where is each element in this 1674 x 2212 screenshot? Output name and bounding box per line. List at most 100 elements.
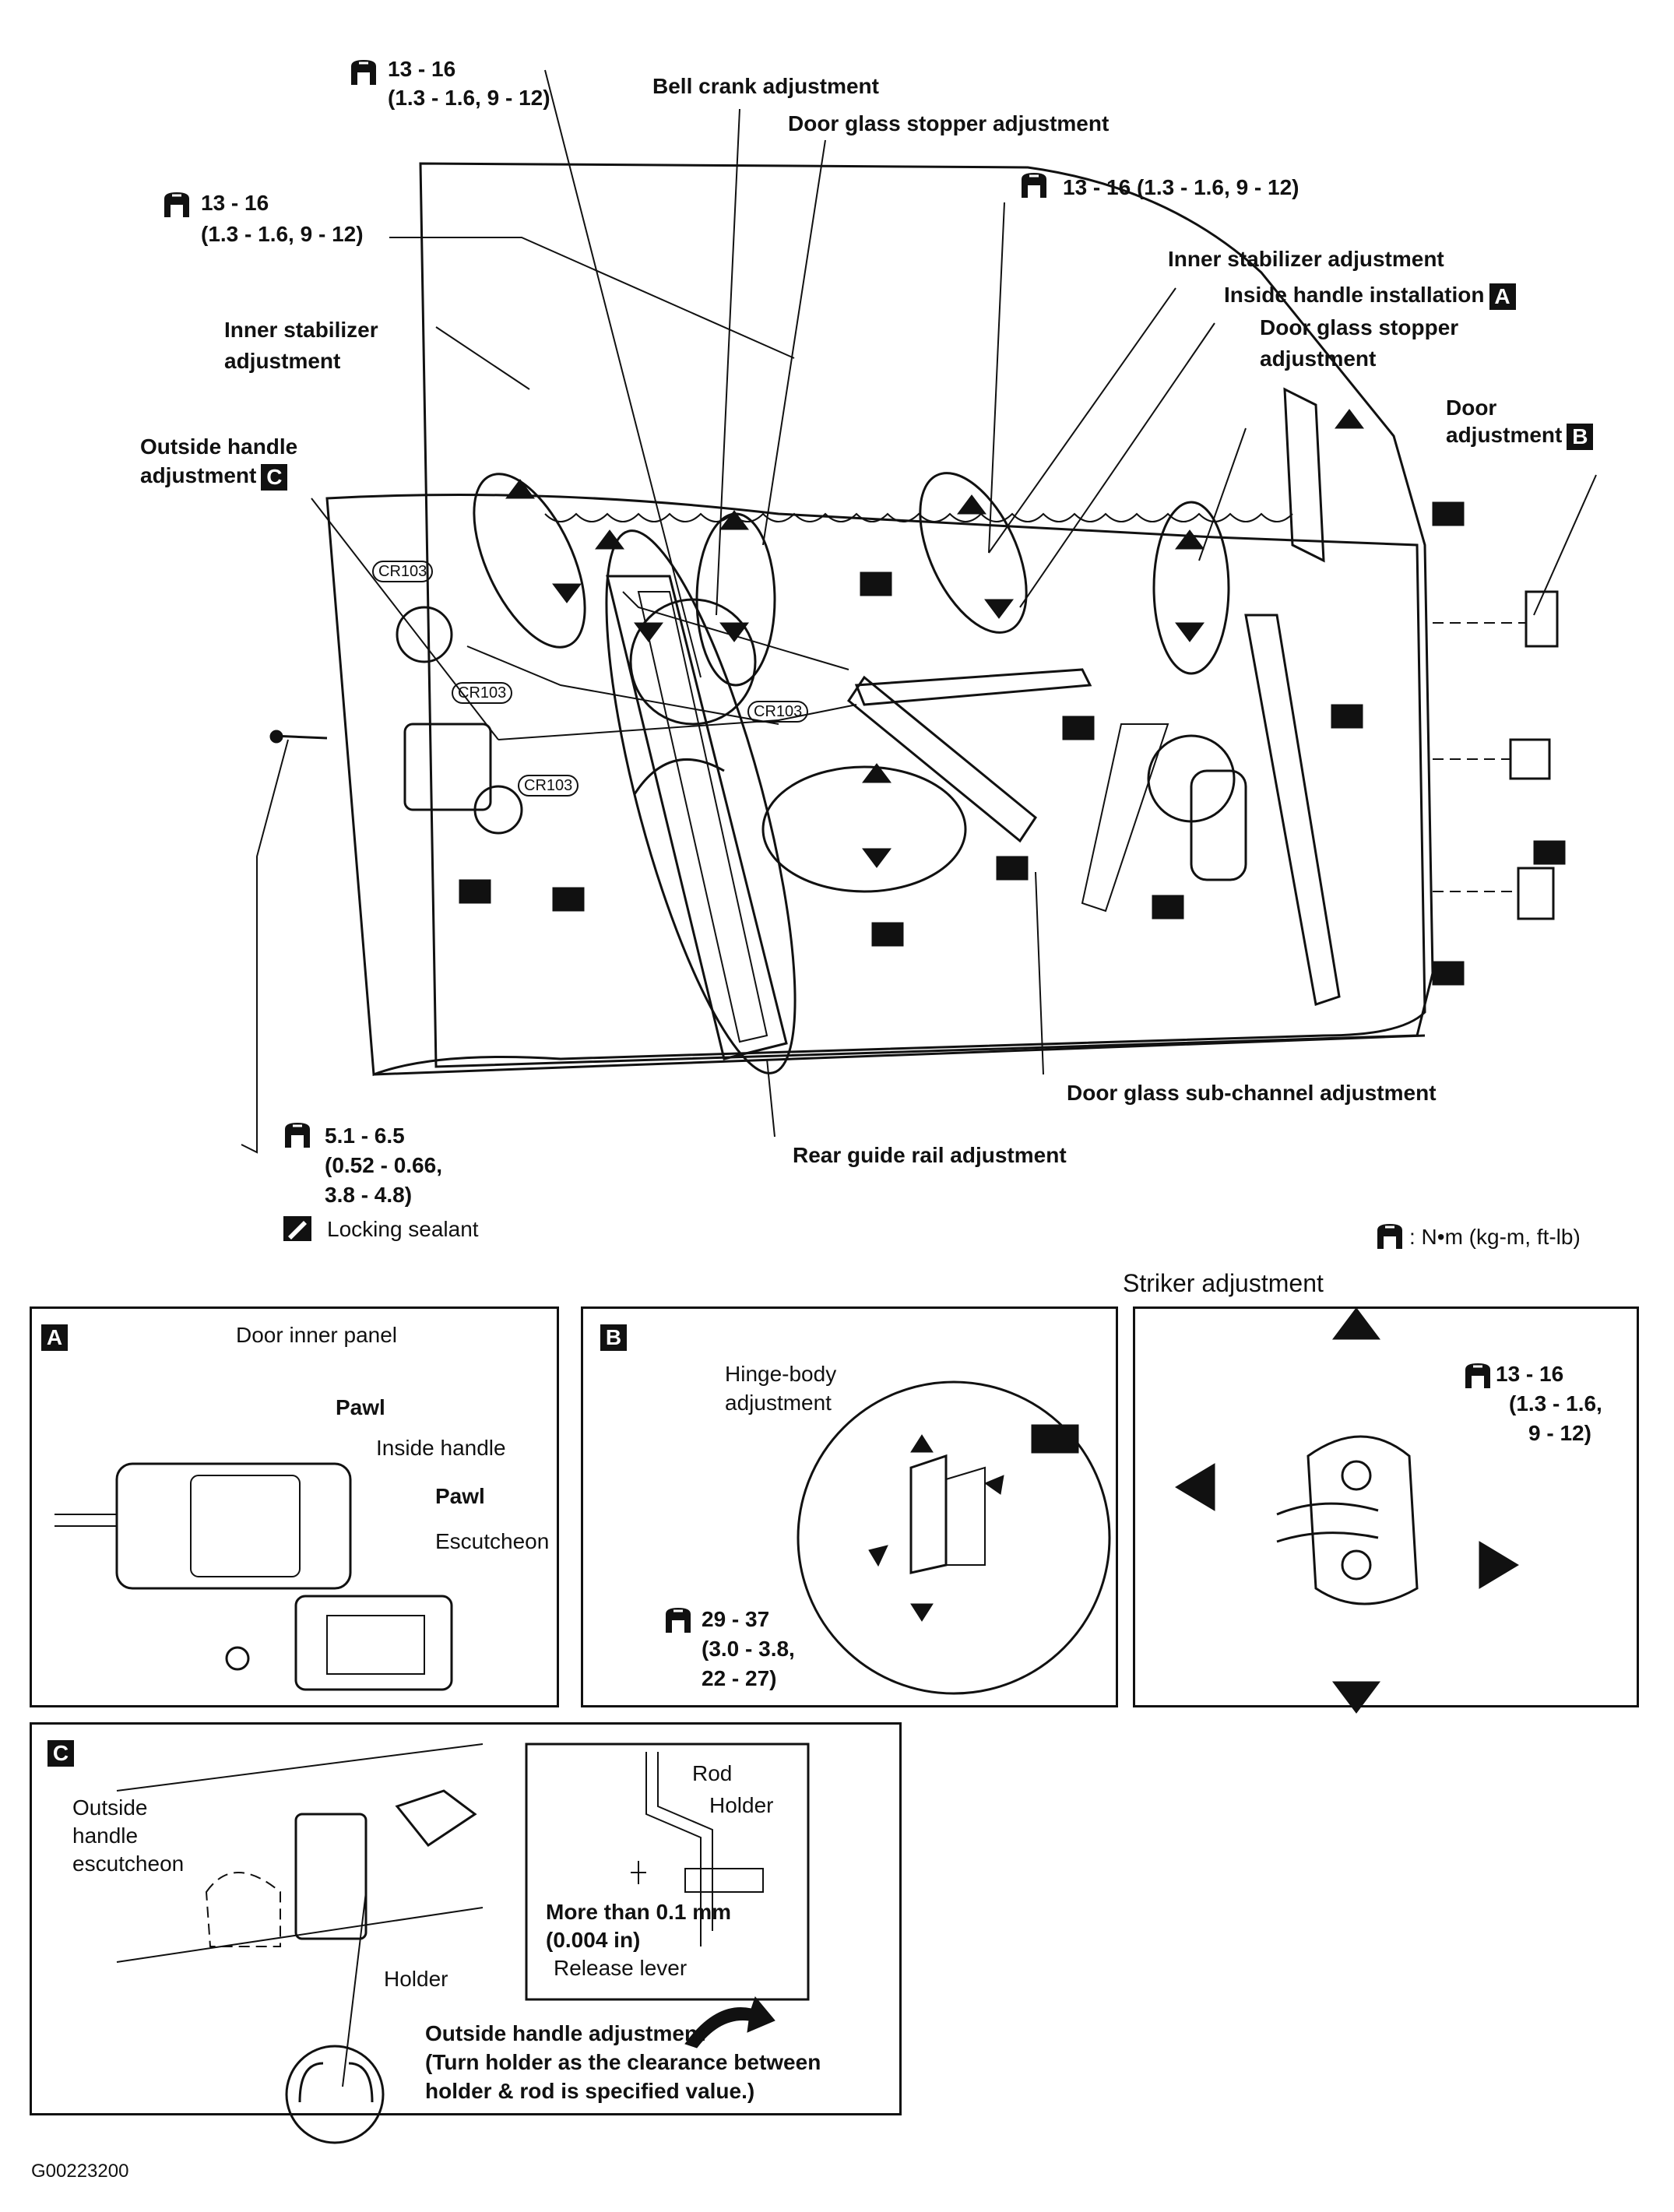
regulator-arm (854, 668, 1092, 706)
lower-hinge (1517, 867, 1555, 920)
label-outside-3: escutcheon (72, 1852, 185, 1876)
torque-top-c: 13 - 16 (1.3 - 1.6, 9 - 12) (1063, 175, 1299, 199)
lock-actuator (396, 606, 453, 663)
label-door-inner-panel: Door inner panel (236, 1323, 398, 1347)
torque-bottom-value: 5.1 - 6.5 (325, 1124, 405, 1148)
glass-stopper-right-oval (1152, 501, 1230, 675)
outside-handle-escutcheon-shape (205, 1872, 281, 1947)
torque-wrench-icon (1465, 1363, 1490, 1388)
torque-top-a-units: (1.3 - 1.6, 9 - 12) (388, 86, 550, 110)
callout-inner-stabilizer-right: Inner stabilizer adjustment (1168, 247, 1444, 271)
label-outside-1: Outside (72, 1795, 148, 1820)
escutcheon-frame (294, 1595, 453, 1691)
callout-outside-handle-1: Outside handle (140, 434, 298, 459)
cr103-tag: CR103 (747, 701, 809, 723)
holder-circle (285, 2045, 385, 2144)
label-inside-handle: Inside handle (376, 1436, 506, 1460)
panel-a-inside-handle: A Door inner panel Pawl Inside handle Pa… (30, 1306, 559, 1707)
torque-top-a-value: 13 - 16 (388, 57, 456, 81)
motor-body (1190, 769, 1247, 881)
handle-bracket (294, 1813, 368, 1940)
door-panel-bottom (373, 1034, 1426, 1076)
label-rod: Rod (692, 1761, 733, 1785)
ref-b-badge: B (1567, 423, 1594, 450)
torque-wrench-icon (666, 1608, 691, 1633)
clearance-inset (525, 1743, 810, 2001)
curved-arrow (684, 1996, 775, 2048)
caption-line-3: holder & rod is specified value.) (425, 2079, 755, 2103)
striker-mid (1509, 738, 1551, 780)
striker-adjustment-title: Striker adjustment (1123, 1269, 1324, 1297)
panel-a-badge: A (41, 1324, 68, 1351)
label-hinge-body-1: Hinge-body (725, 1362, 837, 1386)
front-run-channel (622, 591, 849, 670)
glass-stopper-top-oval (695, 512, 776, 687)
torque-bottom-units-2: 3.8 - 4.8) (325, 1183, 413, 1207)
caption-line-2: (Turn holder as the clearance between (425, 2050, 821, 2074)
regulator-lever (846, 675, 1038, 843)
torque-wrench-icon (285, 1123, 310, 1148)
label-outside-2: handle (72, 1823, 139, 1848)
rotate-arrow (633, 758, 725, 795)
panel-c-badge: C (47, 1740, 74, 1767)
label-clearance-1: More than 0.1 mm (546, 1900, 732, 1924)
torque-top-b-units: (1.3 - 1.6, 9 - 12) (201, 222, 364, 246)
lock-rod (498, 704, 857, 740)
panel-b-torque-value: 29 - 37 (702, 1607, 770, 1631)
striker-torque-value: 13 - 16 (1496, 1362, 1564, 1386)
inner-stabilizer-left-oval (473, 473, 586, 649)
torque-wrench-icon (1022, 173, 1046, 198)
sealant-marks (459, 501, 1566, 986)
ref-a-badge: A (1489, 283, 1516, 310)
label-pawl-1: Pawl (336, 1395, 385, 1419)
hinge-detail-circle (797, 1380, 1111, 1695)
torque-legend: : N•m (kg-m, ft-lb) (1409, 1225, 1581, 1249)
panel-b-hinge: B Hinge-body adjustment 29 - 37 (3.0 - 3… (581, 1306, 1118, 1707)
front-sub-channel (1244, 614, 1341, 1006)
door-skin-edge (116, 1743, 484, 1792)
sector-gear (1081, 723, 1169, 913)
adjust-arrows (505, 409, 1364, 868)
callout-door-glass-stopper-right-1: Door glass stopper (1260, 315, 1459, 339)
locking-sealant-label: Locking sealant (327, 1217, 479, 1241)
torque-top-b-value: 13 - 16 (201, 191, 269, 215)
label-escutcheon: Escutcheon (435, 1529, 550, 1553)
striker-plate (1306, 1435, 1419, 1605)
callout-door-adjustment-1: Door (1446, 396, 1497, 420)
sub-channel-oval (761, 765, 967, 893)
callout-rear-guide-rail: Rear guide rail adjustment (793, 1143, 1067, 1167)
label-holder: Holder (384, 1967, 448, 1991)
key-cylinder (473, 785, 523, 835)
striker-torque-units-2: 9 - 12) (1528, 1421, 1591, 1445)
callout-inner-stabilizer-left-2: adjustment (224, 349, 341, 373)
callout-bell-crank: Bell crank adjustment (652, 74, 879, 98)
striker-torque-units-1: (1.3 - 1.6, (1509, 1391, 1602, 1415)
torque-wrench-icon (164, 192, 189, 217)
label-clearance-2: (0.004 in) (546, 1928, 641, 1952)
ref-c-badge: C (261, 463, 288, 491)
panel-b-torque-units-1: (3.0 - 3.8, (702, 1637, 795, 1661)
cr103-tag: CR103 (518, 775, 579, 797)
cr103-tag: CR103 (452, 682, 513, 704)
inside-handle-recess (190, 1475, 301, 1577)
inner-stabilizer-right-oval (919, 472, 1028, 634)
escutcheon-opening (326, 1615, 425, 1675)
handle-rod (466, 645, 779, 725)
label-release-lever: Release lever (554, 1956, 688, 1980)
panel-c-outside-handle: C Outside handle escutcheon Holder Rod H… (30, 1722, 902, 2115)
rear-guide-rail (606, 575, 788, 1060)
panel-b-torque-units-2: 22 - 27) (702, 1666, 777, 1690)
callout-door-glass-stopper-right-2: adjustment (1260, 346, 1377, 371)
label-pawl-2: Pawl (435, 1484, 485, 1508)
label-holder-inset: Holder (709, 1793, 774, 1817)
door-skin-edge-2 (116, 1907, 484, 1963)
callout-sub-channel: Door glass sub-channel adjustment (1067, 1081, 1437, 1105)
caption-line-1: Outside handle adjustment (425, 2021, 705, 2045)
beltline (544, 512, 1293, 522)
striker-loop (1276, 1502, 1379, 1516)
rear-guide-rail-inner (637, 591, 768, 1043)
